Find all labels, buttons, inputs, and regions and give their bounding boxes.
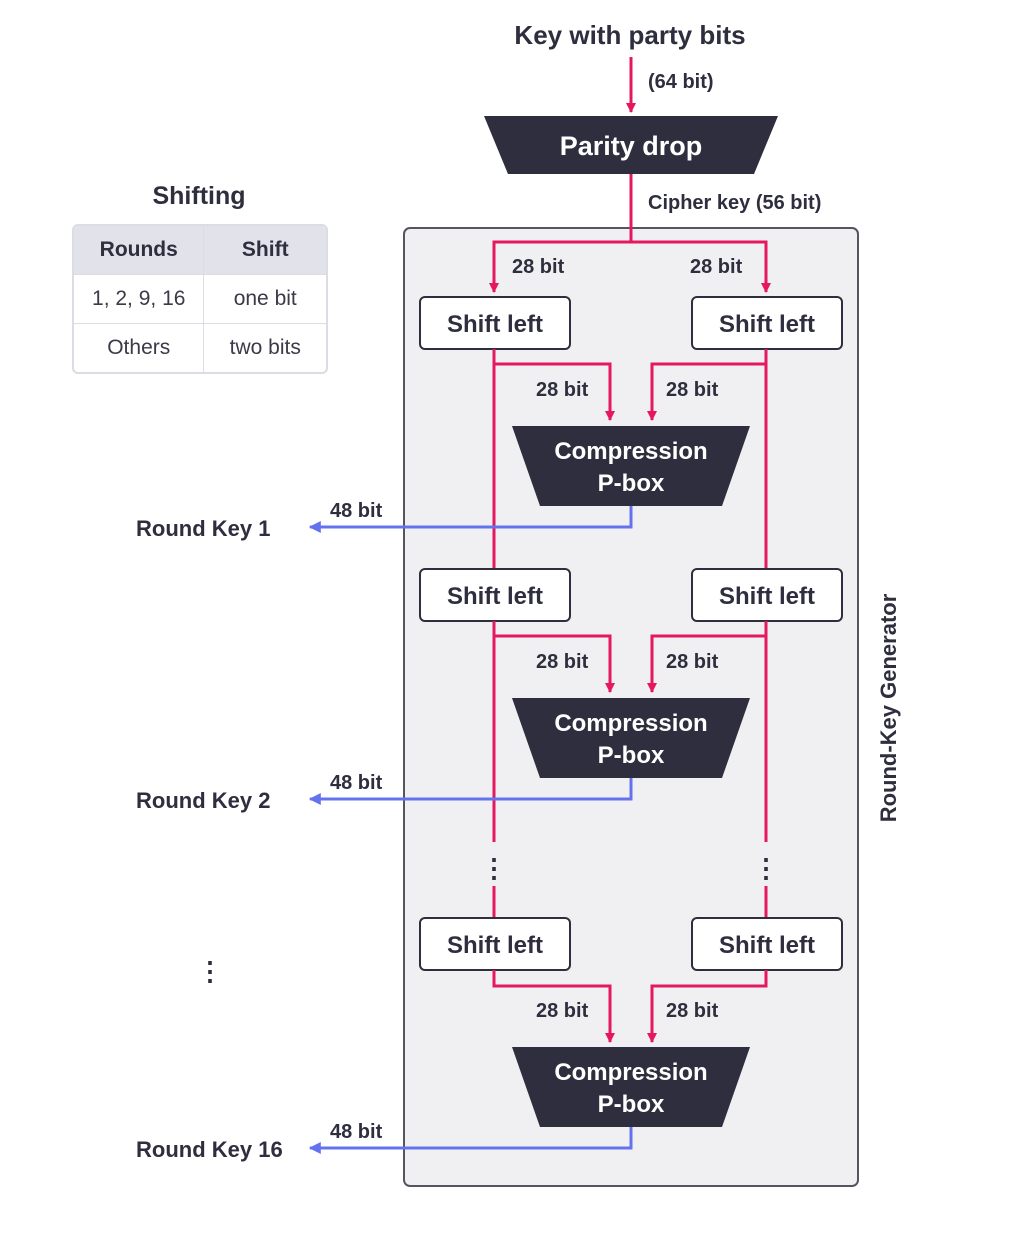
input-bits-label: (64 bit) (648, 71, 714, 93)
r2-right-feed-arrow (647, 634, 766, 693)
input-key-label: Key with party bits (514, 20, 745, 50)
r2-right-feed-bits: 28 bit (666, 651, 719, 673)
right-chain-ellipsis: ⋮ (753, 853, 779, 883)
table-header-shift: Shift (241, 238, 289, 261)
compression-label-1: Compression (554, 438, 707, 465)
split-left-arrow (489, 240, 631, 293)
compression-label-1: Compression (554, 1059, 707, 1086)
split-right-bits: 28 bit (690, 256, 743, 278)
r1-left-feed-arrow (494, 362, 615, 421)
r1-right-feed-arrow (647, 362, 766, 421)
table-header-rounds: Rounds (74, 226, 205, 274)
round-key-1-arrow (308, 506, 633, 533)
table-row: 1, 2, 9, 16 one bit (74, 274, 326, 323)
round-key-1-bits: 48 bit (330, 500, 383, 522)
generator-label: Round-Key Generator (876, 593, 901, 822)
table-header-row: Rounds Shift (74, 226, 326, 274)
r1-right-feed-bits: 28 bit (666, 379, 719, 401)
round-key-16-arrow (308, 1127, 633, 1154)
table-cell-rounds: 1, 2, 9, 16 (74, 275, 205, 323)
shift-left-label: Shift left (719, 583, 815, 610)
table-row: Others two bits (74, 323, 326, 372)
parity-drop-box (484, 116, 778, 174)
r16-right-feed-bits: 28 bit (666, 1000, 719, 1022)
compression-label-2: P-box (598, 470, 665, 497)
r16-left-feed-arrow (492, 970, 615, 1043)
shifting-table-title: Shifting (152, 182, 246, 210)
compression-label-2: P-box (598, 742, 665, 769)
round-key-2-label: Round Key 2 (136, 788, 270, 813)
round-keys-ellipsis: ⋮ (197, 956, 223, 986)
cipher-key-label: Cipher key (56 bit) (648, 192, 821, 214)
split-right-arrow (631, 240, 771, 293)
parity-drop-label: Parity drop (560, 131, 703, 161)
compression-label-1: Compression (554, 710, 707, 737)
table-cell-rounds: Others (74, 324, 205, 372)
round-key-2-arrow (308, 778, 633, 805)
shift-left-label: Shift left (719, 311, 815, 338)
round-key-16-label: Round Key 16 (136, 1137, 283, 1162)
shift-left-label: Shift left (719, 932, 815, 959)
r2-left-feed-bits: 28 bit (536, 651, 589, 673)
r1-left-feed-bits: 28 bit (536, 379, 589, 401)
shifting-table: Rounds Shift 1, 2, 9, 16 one bit Others … (72, 224, 328, 374)
round-key-16-bits: 48 bit (330, 1121, 383, 1143)
round-key-1-label: Round Key 1 (136, 516, 270, 541)
left-chain-ellipsis: ⋮ (481, 853, 507, 883)
shift-left-label: Shift left (447, 932, 543, 959)
compression-pbox-1 (512, 426, 750, 506)
round-key-2-bits: 48 bit (330, 772, 383, 794)
shift-left-label: Shift left (447, 311, 543, 338)
shift-left-label: Shift left (447, 583, 543, 610)
r16-right-feed-arrow (647, 970, 768, 1043)
compression-pbox-2 (512, 698, 750, 778)
table-cell-shift: two bits (229, 336, 301, 359)
compression-label-2: P-box (598, 1091, 665, 1118)
compression-pbox-16 (512, 1047, 750, 1127)
split-left-bits: 28 bit (512, 256, 565, 278)
r2-left-feed-arrow (494, 634, 615, 693)
table-cell-shift: one bit (233, 287, 297, 310)
r16-left-feed-bits: 28 bit (536, 1000, 589, 1022)
